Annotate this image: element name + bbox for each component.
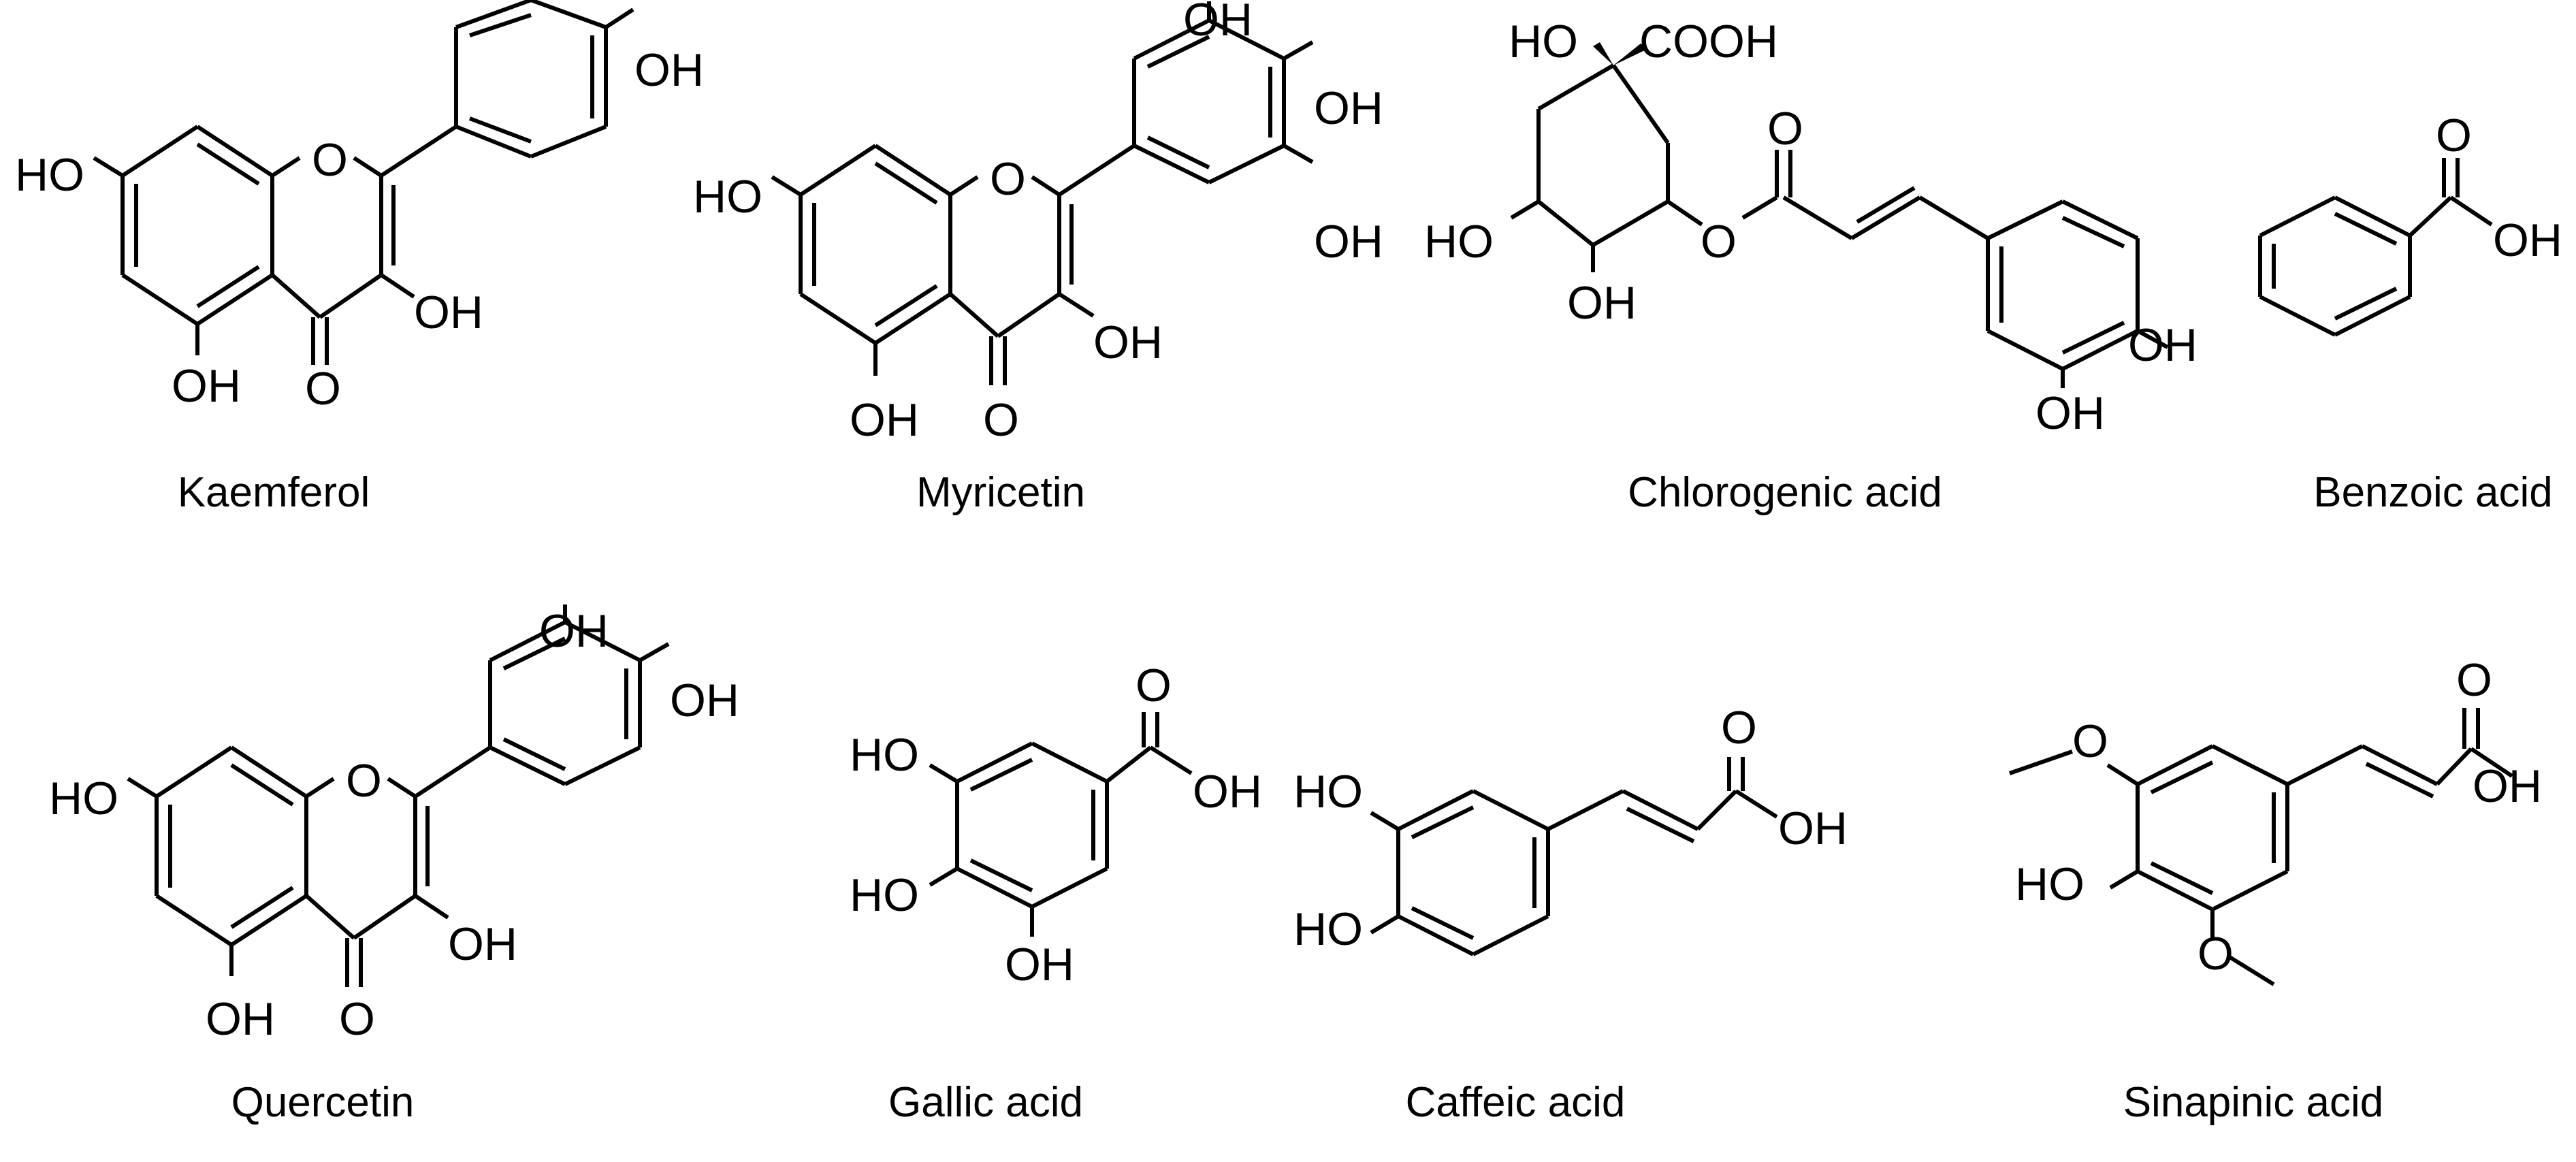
kaempferol-c3-hydroxyl-label: OH [414,287,483,338]
caffeic-acid-structure: HO HO O OH Caffeic acid [1293,702,1848,1126]
sinapinic-acid-carbonyl-oxygen-label: O [2456,654,2492,706]
quercetin-c4p-hydroxyl-label: OH [670,675,739,726]
kaempferol-carbonyl-oxygen-label: O [305,363,341,415]
quercetin-ring-oxygen-label: O [346,755,382,807]
chlorogenic-acid-c4-hydroxyl-label: OH [1567,277,1637,329]
caffeic-acid-c4-hydroxyl-label: HO [1293,903,1363,955]
sinapinic-acid-hydroxyl-label: OH [2473,760,2542,812]
gallic-acid-carbonyl-oxygen-label: O [1136,660,1172,711]
caffeic-acid-hydroxyl-label: OH [1778,803,1848,854]
gallic-acid-name: Gallic acid [888,1079,1083,1126]
sinapinic-acid-methoxy-oxygen-bottom-label: O [2197,928,2234,980]
chlorogenic-acid-wedge-bond-2 [1613,44,1647,65]
chlorogenic-acid-c3p-hydroxyl-label: OH [2035,387,2105,439]
chlorogenic-acid-wedge-bond [1593,42,1613,65]
quercetin-c3p-hydroxyl-label: OH [539,605,609,657]
quercetin-c3-hydroxyl-label: OH [448,918,517,970]
myricetin-ring-oxygen-label: O [990,153,1026,205]
gallic-acid-structure: HO HO OH O OH Gallic acid [850,660,1262,1126]
myricetin-structure: HO O OH OH OH OH OH O Myricetin [693,0,1383,516]
myricetin-carbonyl-oxygen-label: O [983,394,1019,446]
benzoic-acid-structure: O OH Benzoic acid [2258,110,2562,516]
chlorogenic-acid-carbonyl-oxygen-label: O [1767,103,1803,155]
sinapinic-acid-methoxy-oxygen-top-label: O [2072,715,2108,767]
kaempferol-c4p-hydroxyl-label: OH [634,44,704,96]
myricetin-c3-hydroxyl-label: OH [1093,317,1163,368]
sinapinic-acid-structure: O HO O O OH Sinapinic acid [2009,654,2542,1126]
caffeic-acid-name: Caffeic acid [1406,1079,1626,1126]
quercetin-structure: HO O OH OH OH OH O Quercetin [49,604,739,1126]
chlorogenic-acid-c4p-hydroxyl-label: OH [2128,319,2197,371]
myricetin-c4p-hydroxyl-label: OH [1314,82,1383,134]
quercetin-name: Quercetin [231,1079,415,1126]
gallic-acid-c5-hydroxyl-label: OH [1005,939,1074,990]
sinapinic-acid-name: Sinapinic acid [2123,1079,2384,1126]
gallic-acid-hydroxyl-label: OH [1193,766,1262,818]
kaempferol-c5-hydroxyl-label: OH [172,360,241,412]
chlorogenic-acid-c1-hydroxyl-label: HO [1509,16,1578,67]
kaempferol-name: Kaemferol [178,469,370,516]
caffeic-acid-c3-hydroxyl-label: HO [1293,766,1363,818]
chlorogenic-acid-carboxyl-label: COOH [1639,16,1778,67]
gallic-acid-c3-hydroxyl-label: HO [850,729,919,781]
myricetin-c7-hydroxyl-label: HO [693,171,762,223]
kaempferol-ring-oxygen-label: O [312,134,348,186]
chlorogenic-acid-structure: HO COOH HO OH O O OH OH Chlorogenic acid [1424,16,2197,516]
myricetin-c5-hydroxyl-label: OH [850,394,919,446]
chlorogenic-acid-c5-hydroxyl-label: HO [1424,216,1494,268]
kaempferol-c7-hydroxyl-label: HO [15,149,84,201]
myricetin-name: Myricetin [916,469,1085,516]
myricetin-c5p-hydroxyl-label: OH [1314,216,1383,268]
caffeic-acid-carbonyl-oxygen-label: O [1721,702,1757,754]
quercetin-c7-hydroxyl-label: HO [49,773,118,824]
benzoic-acid-hydroxyl-label: OH [2493,214,2562,266]
gallic-acid-c4-hydroxyl-label: HO [850,869,919,921]
quercetin-c5-hydroxyl-label: OH [206,993,275,1045]
quercetin-carbonyl-oxygen-label: O [339,993,375,1045]
benzoic-acid-name: Benzoic acid [2313,469,2553,516]
chlorogenic-acid-name: Chlorogenic acid [1628,469,1942,516]
kaempferol-structure: HO O OH OH OH O Kaemferol [15,0,704,516]
chlorogenic-acid-ester-oxygen-label: O [1701,216,1737,268]
sinapinic-acid-c4-hydroxyl-label: HO [2015,858,2084,910]
benzoic-acid-carbonyl-oxygen-label: O [2436,110,2472,161]
myricetin-c3p-hydroxyl-label: OH [1183,0,1253,46]
